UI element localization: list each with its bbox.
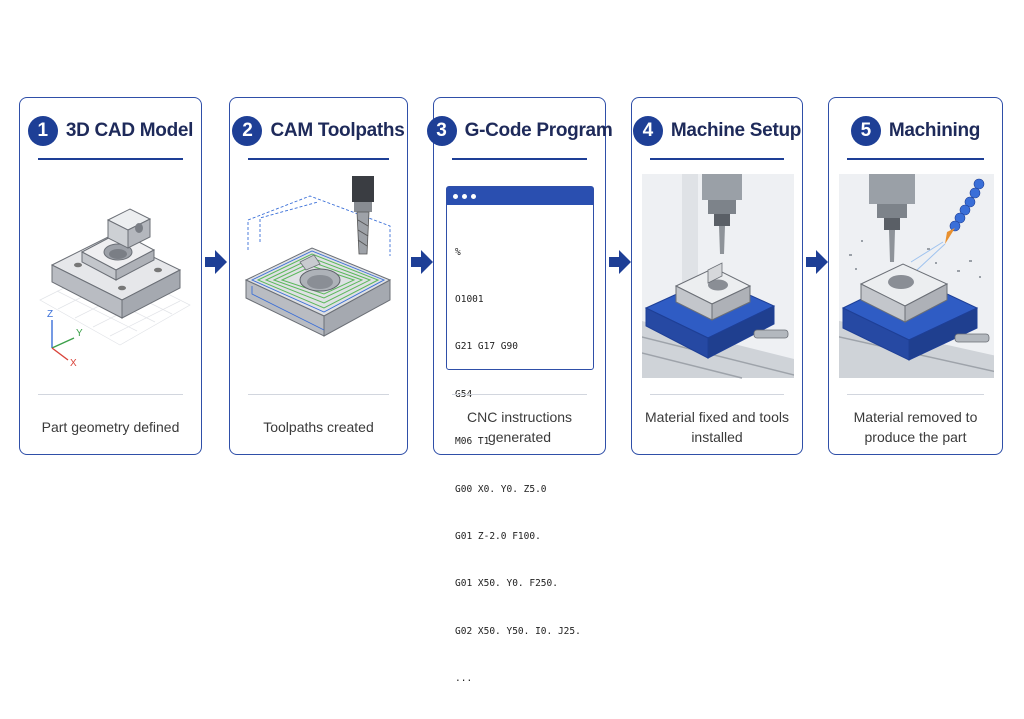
code-line: G01 Z-2.0 F100.	[455, 530, 541, 542]
step-header: 1 3D CAD Model	[20, 112, 201, 150]
step-title: Machine Setup	[670, 120, 802, 141]
header-rule	[650, 158, 784, 160]
flow-arrow-icon	[609, 250, 631, 274]
step-card-3: 3 G-Code Program % O1001 G21 G17 G90 G54…	[426, 97, 613, 684]
code-line: G00 X0. Y0. Z5.0	[455, 483, 547, 495]
flow-arrow-icon	[411, 250, 433, 274]
machine-setup-illustration	[642, 170, 794, 482]
header-rule	[248, 158, 389, 160]
flow-arrow-icon	[205, 250, 227, 274]
step-title: G-Code Program	[464, 120, 613, 141]
gcode-editor-window: % O1001 G21 G17 G90 G54 M06 T1 G00 X0. Y…	[446, 186, 594, 684]
footer-rule	[650, 394, 784, 395]
step-header: 5 Machining	[829, 112, 1002, 150]
step-description: Material fixed and tools installed	[645, 409, 789, 445]
step-title: CAM Toolpaths	[270, 120, 405, 141]
step-card-1: 1 3D CAD Model	[19, 97, 202, 455]
code-line: G21 G17 G90	[455, 341, 518, 353]
step-title: 3D CAD Model	[65, 120, 194, 141]
footer-rule	[847, 394, 984, 395]
code-line: %	[455, 246, 461, 258]
milling-drawing	[839, 174, 994, 378]
flow-arrow-icon	[806, 250, 828, 274]
step-description: Toolpaths created	[263, 419, 374, 435]
step-header: 4 Machine Setup	[632, 112, 802, 150]
cad-part-drawing: Z Y X	[39, 208, 191, 369]
step-card-4: 4 Machine Setup	[631, 97, 803, 455]
step-number-badge: 4	[632, 116, 663, 146]
toolpath-drawing	[244, 176, 392, 337]
step-description: Material removed to produce the part	[853, 409, 978, 445]
step-title: Machining	[888, 120, 981, 141]
cam-toolpath-illustration	[240, 170, 397, 482]
header-rule	[452, 158, 587, 160]
window-dot-icon	[453, 193, 458, 199]
vise-setup-drawing	[642, 174, 794, 379]
code-line: ...	[455, 673, 473, 685]
step-header: 2 CAM Toolpaths	[230, 112, 407, 150]
step-number-badge: 2	[232, 116, 263, 146]
header-rule	[847, 158, 984, 160]
step-number-badge: 5	[850, 116, 881, 146]
machining-illustration	[839, 170, 994, 482]
step-number-badge: 1	[27, 116, 58, 146]
window-dot-icon	[462, 193, 467, 199]
gcode-listing: % O1001 G21 G17 G90 G54 M06 T1 G00 X0. Y…	[447, 205, 593, 719]
code-line: O1001	[455, 293, 484, 305]
header-rule	[38, 158, 183, 160]
axis-z-label: Z	[47, 309, 53, 320]
window-dot-icon	[471, 193, 476, 199]
footer-rule	[248, 394, 389, 395]
footer-rule	[452, 394, 587, 395]
footer-rule	[38, 394, 183, 395]
step-card-5: 5 Machining	[828, 97, 1003, 455]
code-line: M06 T1	[455, 436, 490, 448]
step-header: 3 G-Code Program	[426, 112, 613, 150]
axis-y-label: Y	[76, 328, 83, 339]
code-line: G02 X50. Y50. I0. J25.	[455, 625, 581, 637]
step-number-badge: 3	[426, 116, 457, 146]
step-card-2: 2 CAM Toolpaths	[229, 97, 408, 455]
window-title-bar	[447, 187, 593, 205]
step-description: Part geometry defined	[41, 419, 180, 435]
code-line: G01 X50. Y0. F250.	[455, 578, 558, 590]
step-description: CNC instructions generated	[466, 409, 573, 445]
cad-model-illustration: Z Y X	[30, 170, 191, 482]
axis-x-label: X	[70, 358, 77, 369]
